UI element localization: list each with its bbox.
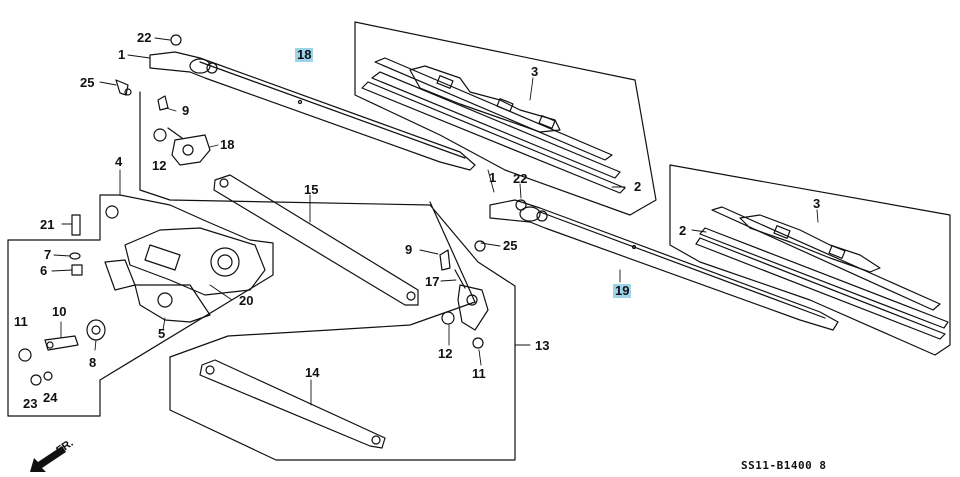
grommet-8	[86, 319, 106, 341]
callout-24[interactable]: 24	[43, 390, 58, 405]
callout-1-right[interactable]: 1	[489, 170, 497, 185]
callout-3-right[interactable]: 3	[813, 196, 821, 211]
callout-11-right[interactable]: 11	[472, 366, 486, 381]
group-outline-3-top	[354, 21, 657, 216]
group-outline-13	[139, 91, 516, 461]
nut-22-top	[170, 34, 182, 46]
link-rod-14	[199, 359, 386, 449]
wiper-arm-left-18	[149, 51, 476, 171]
drawing-code: SS11-B1400 8	[741, 459, 826, 472]
callout-15[interactable]: 15	[304, 182, 319, 197]
pivot-right	[439, 240, 489, 349]
callout-4[interactable]: 4	[115, 154, 123, 169]
front-arrow-icon	[30, 446, 66, 472]
callout-2-right[interactable]: 2	[679, 223, 687, 238]
callout-11-left[interactable]: 11	[14, 314, 28, 329]
callout-9-right[interactable]: 9	[405, 242, 413, 257]
callout-21[interactable]: 21	[40, 217, 55, 232]
callout-18-bracket[interactable]: 18	[220, 137, 235, 152]
callout-10[interactable]: 10	[52, 304, 67, 319]
wiper-blade-top-3	[361, 57, 626, 194]
callout-12-left[interactable]: 12	[152, 158, 167, 173]
motor-bracket-5	[134, 284, 211, 323]
pivot-left	[157, 95, 211, 166]
callout-6[interactable]: 6	[40, 263, 48, 278]
callout-19-highlighted[interactable]: 19	[613, 283, 632, 298]
callout-25-left[interactable]: 25	[80, 75, 95, 90]
washers-23-24	[30, 371, 53, 386]
callout-22-top[interactable]: 22	[137, 30, 152, 45]
callout-12-right[interactable]: 12	[438, 346, 453, 361]
drawing-code-text: SS11-B1400	[741, 459, 813, 472]
wiper-arm-right-19	[489, 199, 839, 331]
bolt-21	[71, 214, 81, 236]
crank-10	[44, 335, 79, 351]
drawing-revision: 8	[819, 459, 827, 472]
callout-18-highlighted[interactable]: 18	[295, 47, 314, 62]
callout-14[interactable]: 14	[305, 365, 320, 380]
bushing-7-6	[69, 252, 83, 276]
callout-7[interactable]: 7	[44, 247, 52, 262]
nut-12-left	[153, 128, 167, 142]
leader-lines	[51, 37, 819, 406]
link-rod-15	[213, 174, 419, 306]
group-outline-4	[7, 194, 274, 417]
group-outline-3-right	[669, 164, 951, 356]
callout-5[interactable]: 5	[158, 326, 166, 341]
callout-20[interactable]: 20	[239, 293, 254, 308]
callout-25-right[interactable]: 25	[503, 238, 518, 253]
callout-13[interactable]: 13	[535, 338, 550, 353]
nut-22-right	[515, 199, 527, 211]
callout-1-top[interactable]: 1	[118, 47, 126, 62]
callout-2-top[interactable]: 2	[634, 179, 642, 194]
callout-3-top[interactable]: 3	[531, 64, 539, 79]
nut-11-left	[18, 348, 32, 362]
callout-22-right[interactable]: 22	[513, 171, 528, 186]
wiper-blade-right-3	[695, 206, 949, 340]
callout-23[interactable]: 23	[23, 396, 38, 411]
callout-9-left[interactable]: 9	[182, 103, 190, 118]
callout-8[interactable]: 8	[89, 355, 97, 370]
wiper-motor	[104, 205, 266, 296]
callout-17[interactable]: 17	[425, 274, 440, 289]
bolt-25-left	[115, 79, 132, 96]
